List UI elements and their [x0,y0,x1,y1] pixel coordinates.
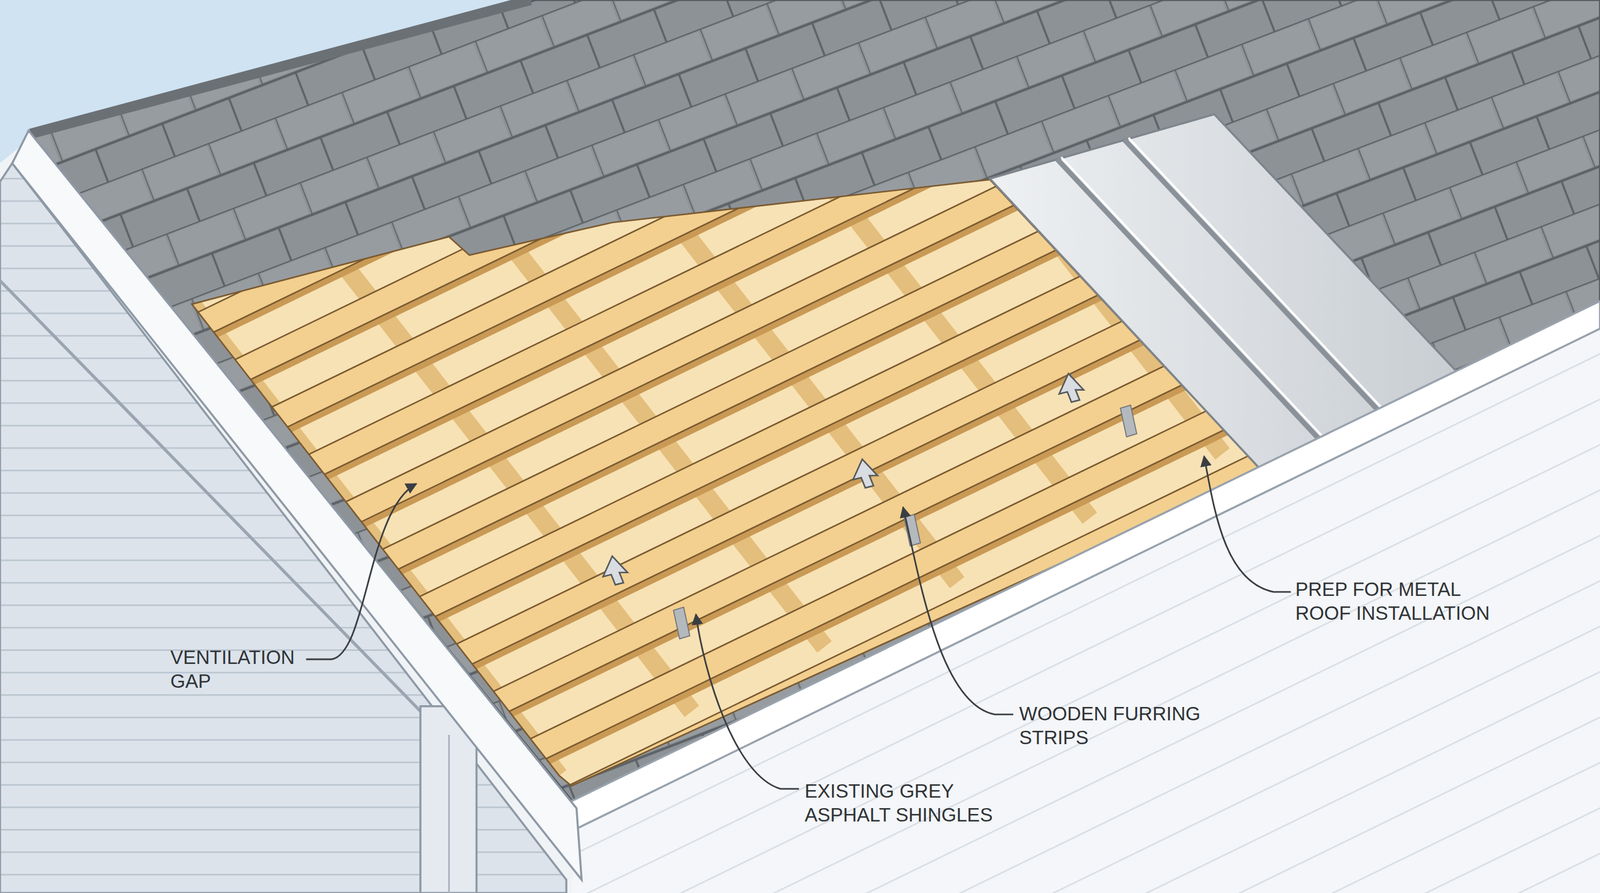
airflow-arrows [602,373,1084,585]
gable-wall [0,163,567,893]
eave-fascia [571,301,1600,830]
callout-label: EXISTING GREY ASPHALT SHINGLES [804,779,1016,828]
callout-label: WOODEN FURRING STRIPS [1019,701,1231,750]
callout-label: PREP FOR METAL ROOF INSTALLATION [1295,577,1507,626]
rake-trim [12,130,582,880]
callout-label: VENTILATION GAP [170,645,315,694]
gable-trim [0,280,429,720]
corner-board-line [448,734,450,893]
ridge-cap [30,0,531,134]
vent-tabs [673,405,1137,639]
leader-lines [306,456,1292,789]
